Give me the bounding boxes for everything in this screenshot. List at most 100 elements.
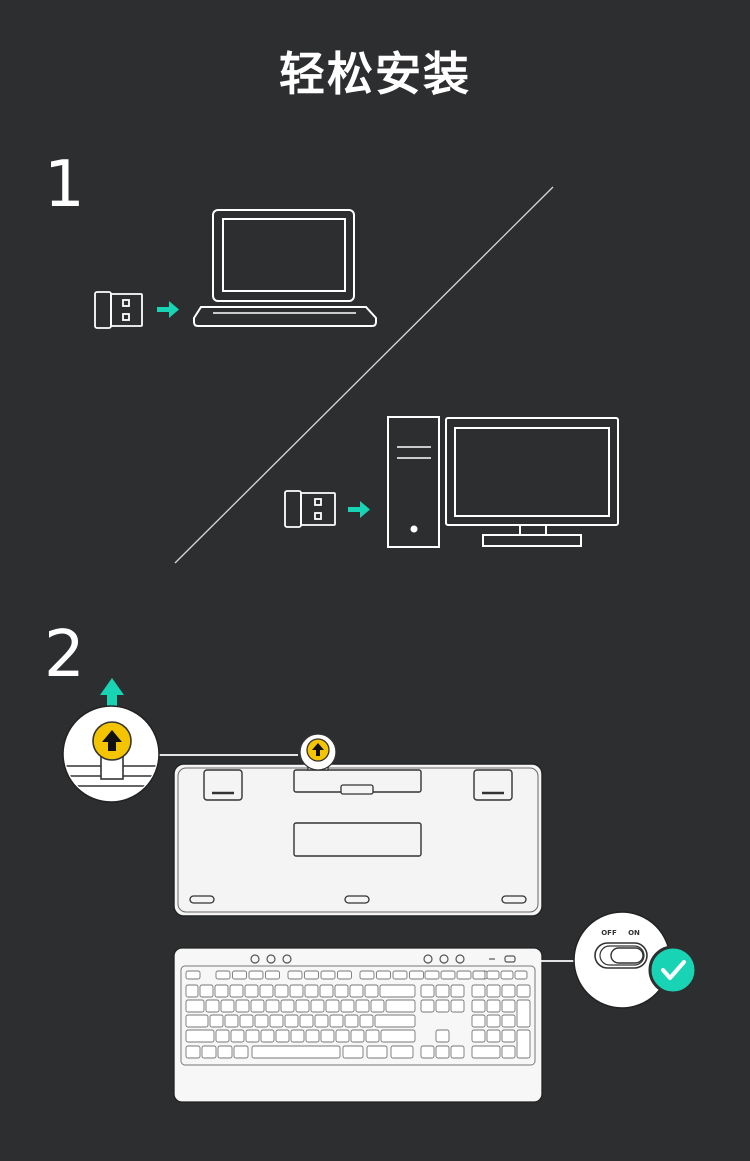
keyboard-key	[501, 1014, 516, 1028]
receiver-zoom-callout	[62, 705, 160, 803]
keyboard-key	[250, 999, 265, 1013]
step-number-1: 1	[44, 148, 85, 222]
keyboard-key	[233, 1045, 249, 1059]
keyboard-key	[355, 999, 370, 1013]
keyboard-key	[342, 1045, 364, 1059]
keyboard-key	[435, 1045, 450, 1059]
keyboard-key	[275, 1029, 290, 1043]
keyboard-key	[516, 984, 531, 998]
keyboard-key	[265, 999, 280, 1013]
keyboard-key	[199, 984, 214, 998]
keyboard-key	[365, 1029, 380, 1043]
keyboard-key	[269, 1014, 284, 1028]
keyboard-key	[320, 1029, 335, 1043]
keyboard-key	[305, 1029, 320, 1043]
keyboard-key	[215, 970, 231, 980]
keyboard-key	[471, 999, 486, 1013]
keyboard-key	[435, 999, 450, 1013]
keyboard-key	[280, 999, 295, 1013]
keyboard-key	[435, 1029, 450, 1043]
keyboard-key	[420, 1045, 435, 1059]
keyboard-key	[185, 1014, 209, 1028]
keyboard-key	[314, 1014, 329, 1028]
keyboard-key	[329, 1014, 344, 1028]
keyboard-key	[516, 999, 531, 1028]
keyboard-key	[209, 1014, 224, 1028]
keyboard-key	[245, 1029, 260, 1043]
checkmark-icon	[648, 945, 698, 995]
keyboard-key	[500, 970, 514, 980]
keyboard-key	[239, 1014, 254, 1028]
keyboard-key	[450, 999, 465, 1013]
keyboard-key	[344, 1014, 359, 1028]
keyboard-key	[501, 984, 516, 998]
keyboard-key	[201, 1045, 217, 1059]
keyboard-key	[248, 970, 264, 980]
step-number-2: 2	[44, 618, 85, 692]
keyboard-key	[185, 970, 201, 980]
keyboard-key	[472, 970, 486, 980]
keyboard-key	[185, 1045, 201, 1059]
keyboard-key	[325, 999, 340, 1013]
switch-off-label: OFF	[601, 929, 617, 937]
keyboard-key	[379, 984, 416, 998]
keyboard-key	[340, 999, 355, 1013]
keyboard-key	[420, 999, 435, 1013]
keyboard-key	[450, 1045, 465, 1059]
switch-on-label: ON	[628, 929, 640, 937]
keyboard-back-icon	[173, 733, 543, 917]
keyboard-key	[514, 970, 528, 980]
keyboard-key	[185, 984, 199, 998]
keyboard-key	[471, 1045, 501, 1059]
keyboard-key	[260, 1029, 275, 1043]
keyboard-key	[501, 1045, 516, 1059]
monitor-icon	[445, 417, 619, 547]
keyboard-key	[335, 1029, 350, 1043]
keyboard-key	[229, 984, 244, 998]
keyboard-key	[320, 970, 336, 980]
keyboard-key	[370, 999, 385, 1013]
arrow-right-icon	[157, 301, 179, 318]
keyboard-key	[486, 999, 501, 1013]
keyboard-key	[376, 970, 391, 980]
keyboard-key	[310, 999, 325, 1013]
keyboard-key	[214, 984, 229, 998]
keyboard-key	[254, 1014, 269, 1028]
keyboard-key	[295, 999, 310, 1013]
keyboard-key	[220, 999, 235, 1013]
keyboard-key	[440, 970, 456, 980]
keyboard-key	[304, 984, 319, 998]
keyboard-front-icon	[173, 947, 543, 1103]
keyboard-key	[471, 1014, 486, 1028]
keyboard-key	[501, 1029, 516, 1043]
keyboard-key	[501, 999, 516, 1013]
keyboard-key	[265, 970, 280, 980]
keyboard-key	[289, 984, 304, 998]
divider-line	[174, 186, 554, 564]
keyboard-key	[205, 999, 220, 1013]
keyboard-key	[471, 984, 486, 998]
desktop-tower-icon	[387, 416, 440, 548]
usb-receiver-icon	[284, 490, 336, 528]
keyboard-key	[287, 970, 303, 980]
keyboard-key	[364, 984, 379, 998]
usb-receiver-icon	[94, 291, 143, 329]
arrow-right-icon	[348, 501, 370, 518]
keyboard-key	[374, 1014, 416, 1028]
keyboard-key	[334, 984, 349, 998]
keyboard-key	[217, 1045, 233, 1059]
laptop-icon	[193, 209, 377, 327]
keyboard-key	[456, 970, 472, 980]
page-title: 轻松安装	[279, 47, 471, 101]
keyboard-key	[435, 984, 450, 998]
keyboard-key	[259, 984, 274, 998]
keyboard-key	[486, 1029, 501, 1043]
keyboard-key	[185, 1029, 215, 1043]
keyboard-key	[366, 1045, 388, 1059]
keyboard-key	[349, 984, 364, 998]
keyboard-key	[486, 1014, 501, 1028]
keyboard-key	[244, 984, 259, 998]
keyboard-key	[486, 970, 500, 980]
keyboard-key	[185, 999, 205, 1013]
